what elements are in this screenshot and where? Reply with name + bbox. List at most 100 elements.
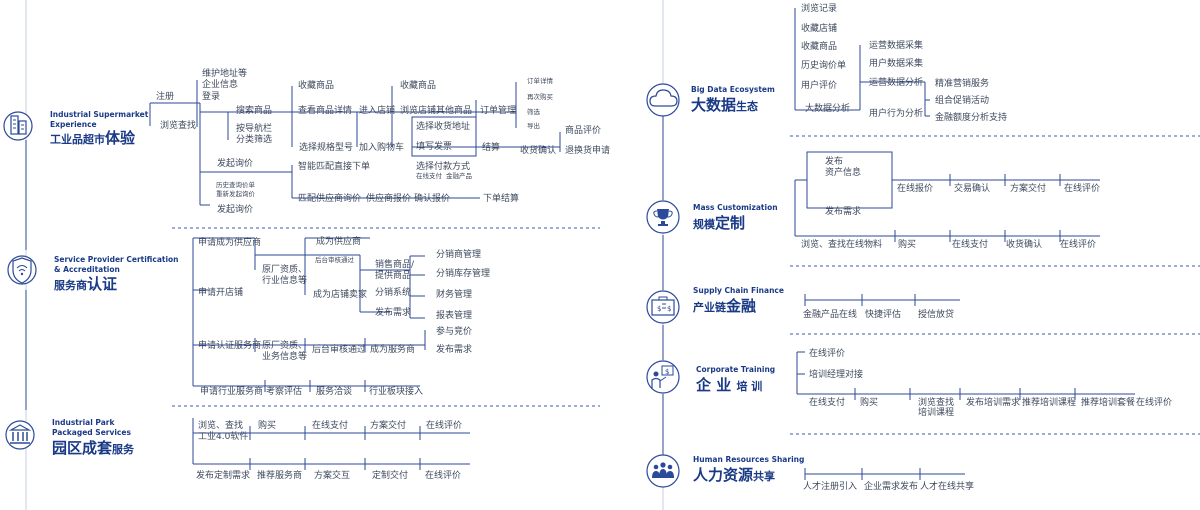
section-title-en-line1: Service Provider Certification [54,255,179,264]
step-recommend-service: 推荐服务商 [257,469,302,481]
section-title-en: Human Resources Sharing [693,455,804,464]
step-distribution-stock: 分销库存管理 [436,267,490,279]
step-custom-deliver: 定制交付 [372,469,408,481]
step-buy: 购买 [898,238,916,250]
step-launch-inquiry: 发起询价 [217,157,253,169]
step-inspect-eval: 考察评估 [266,385,302,397]
step-browse-course-1: 浏览查找 [918,396,954,408]
step-scheme-exchange: 方案交互 [314,469,350,481]
section-title-en: Big Data Ecosystem [691,85,775,94]
right-column [662,0,1200,510]
shield-wifi-icon [7,255,37,285]
step-publish-demand-2: 发布需求 [436,343,472,355]
section-title-en-line2: Packaged Services [52,428,131,437]
step-category-filter: 分类筛选 [236,133,272,145]
flow-lines-training [796,351,1135,400]
step-apply-service: 申请认证服务商 [198,339,261,351]
step-add-cart: 加入购物车 [359,141,404,153]
step-online-rate: 在线评价 [1064,182,1100,194]
step-supplier-quote: 供应商报价 [366,192,411,204]
step-apply-supplier: 申请成为供应商 [198,236,261,248]
step-checkout: 结算 [482,141,500,153]
step-select-pay: 选择付款方式 [416,160,470,172]
step-select-spec: 选择规格型号 [299,141,353,153]
flow-lines-masscustom [794,151,1100,242]
step-fav-goods: 收藏商品 [801,40,837,52]
svg-text:$: $ [667,305,671,313]
svg-text:$: $ [657,305,661,313]
step-filter: 筛选 [527,107,541,116]
step-confirm-receipt: 收货确认 [520,144,556,156]
step-pay-online: 在线支付 [416,171,443,180]
step-publish-demand: 发布需求 [375,306,411,318]
step-confirm-receipt: 收货确认 [1006,238,1042,250]
cloud-icon [646,83,680,117]
step-online-rate: 在线评价 [809,347,845,359]
section-industrial-park: Industrial Park Packaged Services 园区成套服务… [5,418,470,481]
section-title-zh: 大数据生态 [691,96,758,114]
step-publish-info-2: 资产信息 [825,166,861,178]
step-factory-info-2: 行业信息等 [262,274,307,286]
step-rate-2: 在线评价 [425,469,461,481]
section-hr-sharing: Human Resources Sharing 人力资源共享 人才注册引入 企业… [646,454,974,492]
step-fav-store: 收藏店铺 [801,22,837,34]
section-title-zh: 服务商认证 [54,275,117,293]
step-review-pass-2: 后台审核通过 [312,343,366,355]
step-factory-info-1: 原厂资质、 [262,263,307,275]
step-become-service: 成为服务商 [370,343,415,355]
step-publish-demand: 发布培训需求 [966,396,1020,408]
step-talent-share: 人才在线共享 [920,480,974,492]
step-buy: 购买 [258,419,276,431]
step-apply-industry: 申请行业服务商 [200,385,263,397]
section-supply-finance: $ $ Supply Chain Finance 产业链金融 金融产品在线 快捷… [646,286,960,324]
flow-lines-finance [804,294,960,306]
step-review-pass: 后台审核通过 [315,255,355,264]
step-search-goods: 搜索商品 [236,104,272,116]
step-scheme-deliver: 方案交付 [1010,182,1046,194]
step-sell-goods-2: 提供商品 [375,269,411,281]
step-finance-mgmt: 财务管理 [436,288,472,300]
step-order-manage: 订单管理 [480,104,516,116]
step-service-negotiate: 服务洽谈 [316,385,352,397]
step-user-review: 用户评价 [801,79,837,91]
section-title-zh: 工业品超市体验 [50,129,136,147]
step-publish-demand: 发布需求 [825,205,861,217]
step-online-rate-2: 在线评价 [1136,396,1172,408]
step-online-quote: 在线报价 [897,182,933,194]
step-factory-info-4: 业务信息等 [262,350,307,362]
step-enter-store: 进入店铺 [359,104,395,116]
section-title-zh: 规模定制 [693,214,745,232]
step-sell-goods-1: 销售商品/ [375,258,415,270]
step-export: 导出 [527,121,540,130]
flow-lines-park [192,418,470,470]
building-icon [3,111,33,141]
step-pay-online: 在线支付 [312,419,348,431]
step-quick-eval: 快捷评估 [865,308,901,320]
step-browse-2: 工业4.0软件 [198,430,248,442]
flow-lines-hr [804,468,965,480]
step-become-seller: 成为店铺卖家 [313,288,367,300]
step-nav-by-key: 按导航栏 [236,122,272,134]
section-title-zh: 企 业 培 训 [695,376,762,394]
step-pay-finance: 金融产品 [446,171,472,180]
step-favorites-2: 收藏商品 [400,79,436,91]
step-apply-store: 申请开店铺 [198,286,243,298]
step-talent-register: 人才注册引入 [803,480,857,492]
step-combo-promotion: 组合促销活动 [935,94,989,106]
step-browse-1: 浏览、查找 [198,419,243,431]
step-browse-search: 浏览查找 [160,119,196,131]
step-buy: 购买 [860,396,878,408]
section-service-provider: Service Provider Certification & Accredi… [7,235,490,397]
flow-lines-service [192,237,426,392]
trophy-icon [646,200,680,234]
step-browse-other-goods: 浏览店铺其他商品 [400,104,472,116]
step-place-order: 下单结算 [483,192,519,204]
step-factory-info-3: 原厂资质、 [262,339,307,351]
step-company-info: 企业信息 [202,78,238,90]
section-big-data: Big Data Ecosystem 大数据生态 浏览记录 收藏店铺 收藏商品 … [646,2,1007,123]
step-company-demand: 企业需求发布 [864,480,918,492]
step-user-collect: 用户数据采集 [869,57,923,69]
step-credit-loan: 授信放贷 [918,308,954,320]
